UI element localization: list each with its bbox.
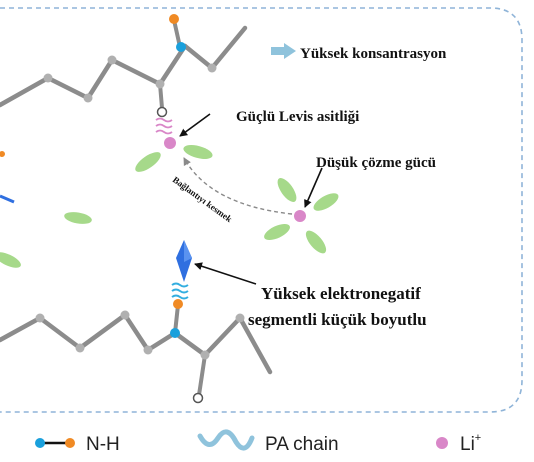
lithium-ion — [294, 210, 306, 222]
legend-li: Li+ — [436, 432, 481, 455]
li-cluster-center — [135, 137, 213, 172]
pointer-arrow-solvation — [304, 167, 323, 208]
legend-pa-chain-label: PA chain — [265, 434, 339, 455]
oxygen-atom — [156, 106, 168, 118]
anion-diamond — [176, 240, 192, 282]
lithium-ion — [164, 137, 176, 149]
label-segment-line1: Yüksek elektronegatif — [261, 284, 421, 303]
label-high-concentration: Yüksek konsantrasyon — [300, 46, 447, 62]
legend-nh: N-H — [35, 434, 120, 455]
break-coordination-arrow — [183, 157, 293, 215]
nitrogen-atom — [176, 42, 186, 52]
pa-chain-icon — [197, 429, 255, 451]
solvent-molecule — [64, 212, 92, 224]
dashed-boundary — [0, 7, 523, 413]
left-edge-fragment — [0, 151, 15, 204]
lithium-icon — [436, 437, 448, 449]
solvent-molecule — [0, 252, 21, 268]
oxygen-atom — [192, 392, 204, 404]
bottom-pa-chain — [0, 299, 273, 404]
legend-li-label: Li+ — [460, 432, 481, 455]
legend: N-H PA chain Li+ — [35, 429, 481, 455]
label-low-solvation: Düşük çözme gücü — [316, 155, 436, 171]
legend-nh-label: N-H — [86, 434, 120, 455]
label-break-coordination: Bağlantıyı kesmek — [171, 175, 234, 225]
li-cluster-right — [264, 178, 339, 254]
label-strong-lewis-acidity: Güçlü Levis asitliği — [236, 109, 359, 125]
label-segment-line2: segmentli küçük boyutlu — [248, 310, 427, 329]
legend-pa-chain: PA chain — [197, 429, 339, 455]
top-pa-chain — [0, 14, 248, 118]
hydrogen-atom — [173, 299, 183, 309]
hydrogen-atom — [169, 14, 179, 24]
hydrogen-bond-bottom — [171, 282, 189, 300]
hydrogen-bond-top — [155, 117, 173, 135]
high-concentration-arrow-icon — [271, 43, 296, 59]
nitrogen-atom — [170, 328, 180, 338]
pointer-arrow-segment — [194, 262, 257, 285]
pointer-arrow-lewis — [179, 113, 211, 137]
